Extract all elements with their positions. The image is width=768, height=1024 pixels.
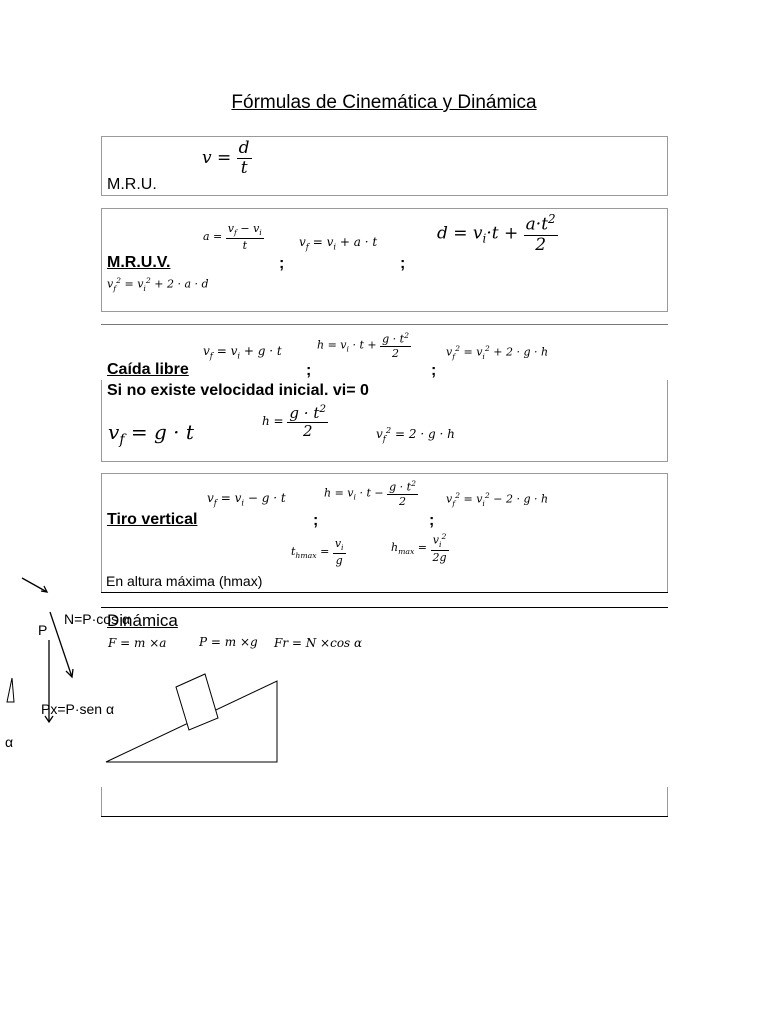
mruv-separator-1: ;: [279, 255, 285, 272]
page-title: Fórmulas de Cinemática y Dinámica: [231, 92, 537, 113]
mruv-velocity-formula: vf = vi + a · t: [299, 235, 378, 252]
caida-vi0-velocity-squared-formula: vf2 = 2 · g · h: [376, 425, 455, 444]
alpha-label: α: [5, 734, 14, 750]
angle-mark: [6, 677, 15, 703]
tiro-velocity-formula: vf = vi − g · t: [207, 491, 286, 508]
caida-vi0-velocity-formula: vf = g · t: [108, 420, 194, 448]
tiro-note: En altura máxima (hmax): [106, 573, 263, 589]
mruv-box: [101, 208, 668, 312]
caida-left-border: [101, 380, 102, 462]
dinamica-label: Dinámica: [107, 611, 178, 630]
caida-note: Si no existe velocidad inicial. vi= 0: [107, 382, 369, 399]
caida-velocity-formula: vf = vi + g · t: [203, 344, 282, 361]
caida-bottom-rule: [101, 461, 668, 462]
bottom-box-right-border: [667, 787, 668, 817]
caida-top-rule: [101, 324, 668, 325]
mruv-separator-2: ;: [400, 255, 406, 272]
tiro-velocity-squared-formula: vf2 = vi2 − 2 · g · h: [446, 491, 549, 508]
velocity-arrow: [21, 577, 48, 593]
mru-label: M.R.U.: [107, 176, 157, 193]
caida-right-border: [667, 380, 668, 462]
incline-diagram: [6, 577, 278, 763]
tiro-separator-2: ;: [429, 512, 435, 529]
mruv-label: M.R.U.V.: [107, 254, 171, 271]
weight-label: P: [38, 622, 48, 638]
dinamica-friction-formula: Fr = N ×cos α: [274, 636, 363, 650]
tiro-label: Tiro vertical: [107, 511, 198, 528]
mru-box: [101, 136, 668, 196]
normal-force-label: N=P·cos α: [64, 611, 131, 627]
bottom-box-rule: [101, 816, 668, 817]
incline-block: [175, 673, 219, 731]
caida-separator-2: ;: [431, 362, 437, 379]
mruv-velocity-squared-formula: vf2 = vi2 + 2 · a · d: [107, 276, 209, 293]
tiro-bottom-rule: [101, 592, 668, 593]
px-label: Px=P·sen α: [41, 701, 115, 717]
bottom-box-left-border: [101, 787, 102, 817]
caida-label: Caída libre: [107, 361, 189, 378]
dinamica-weight-formula: P = m ×g: [199, 635, 258, 649]
normal-arrow: [49, 611, 73, 678]
dinamica-top-rule: [101, 607, 668, 608]
caida-velocity-squared-formula: vf2 = vi2 + 2 · g · h: [446, 344, 549, 361]
caida-separator-1: ;: [306, 362, 312, 379]
dinamica-force-formula: F = m ×a: [108, 636, 167, 650]
tiro-separator-1: ;: [313, 512, 319, 529]
